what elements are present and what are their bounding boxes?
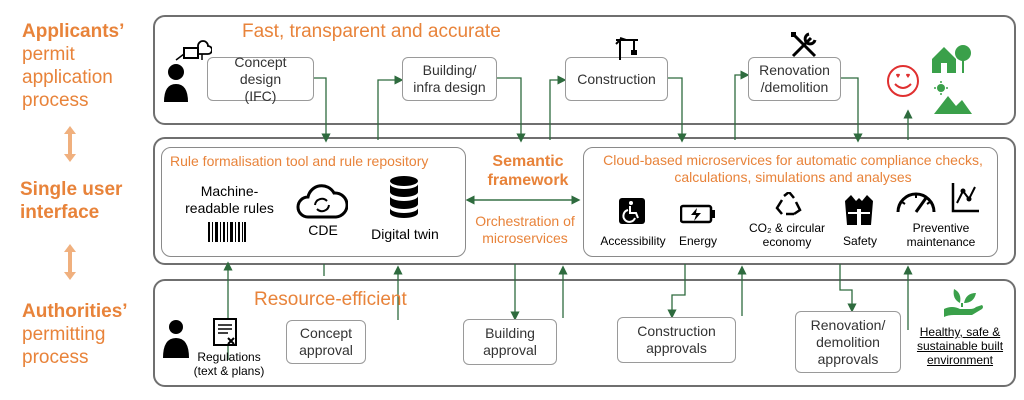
orchestration-label: Orchestration of microservices [475,213,575,246]
stage-building-infra-design: Building/ infra design [402,57,497,101]
service-accessibility: Accessibility [600,234,666,248]
bottom-band-title: Resource-efficient [254,289,407,310]
semantic-framework-label: Semantic framework [487,153,569,189]
stage-concept-design: Concept design (IFC) [207,54,314,104]
barcode-icon [208,222,246,242]
digital-twin-label: Digital twin [371,226,439,242]
stage-construction-approvals: Construction approvals [617,317,736,363]
gauge-icon [896,192,936,213]
authorities-label: Authorities’ permitting process [22,301,128,368]
cloud-box-title: Cloud-based microservices for automatic … [603,152,983,185]
up-down-arrow-icon [64,244,76,280]
service-co2-circular-economy: CO₂ & circular economy [748,221,825,249]
recycle-icon [775,192,802,216]
applicants-label: Applicants’ permit application process [22,21,125,111]
green-landscape-icon [934,81,972,114]
machine-readable-rules-label: Machine-readable rules [185,183,274,216]
service-energy: Energy [678,234,718,248]
cloud-sync-icon [296,184,348,219]
user-with-computer-icon [164,40,212,102]
top-band-title: Fast, transparent and accurate [242,21,501,42]
stage-renovation-demolition: Renovation /demolition [748,57,841,101]
stage-concept-approval: Concept approval [286,320,366,364]
database-icon [390,176,418,218]
accessibility-icon [619,198,645,224]
outcome-label: Healthy, safe & sustainable built enviro… [916,325,1004,367]
green-house-icon [932,45,971,73]
up-down-arrow-icon [64,126,76,162]
authority-person-icon [163,320,189,358]
wrench-screwdriver-icon [791,32,817,58]
cde-label: CDE [308,222,338,238]
hand-plant-icon [944,289,983,317]
safety-vest-icon [845,195,873,225]
regulations-label: Regulations (text & plans) [193,350,265,378]
crane-icon [615,37,638,60]
battery-energy-icon [680,204,715,224]
stage-renovation-demolition-approvals: Renovation/ demolition approvals [795,311,901,373]
service-preventive-maintenance: Preventive maintenance [906,221,976,249]
single-interface-label: Single user interface [20,179,123,223]
stage-construction: Construction [565,57,668,101]
regulation-document-icon [213,318,237,346]
line-chart-icon [951,183,979,213]
happy-face-icon [887,65,919,97]
rule-box-title: Rule formalisation tool and rule reposit… [170,153,429,169]
service-safety: Safety [842,234,878,248]
stage-building-approval: Building approval [463,319,557,365]
